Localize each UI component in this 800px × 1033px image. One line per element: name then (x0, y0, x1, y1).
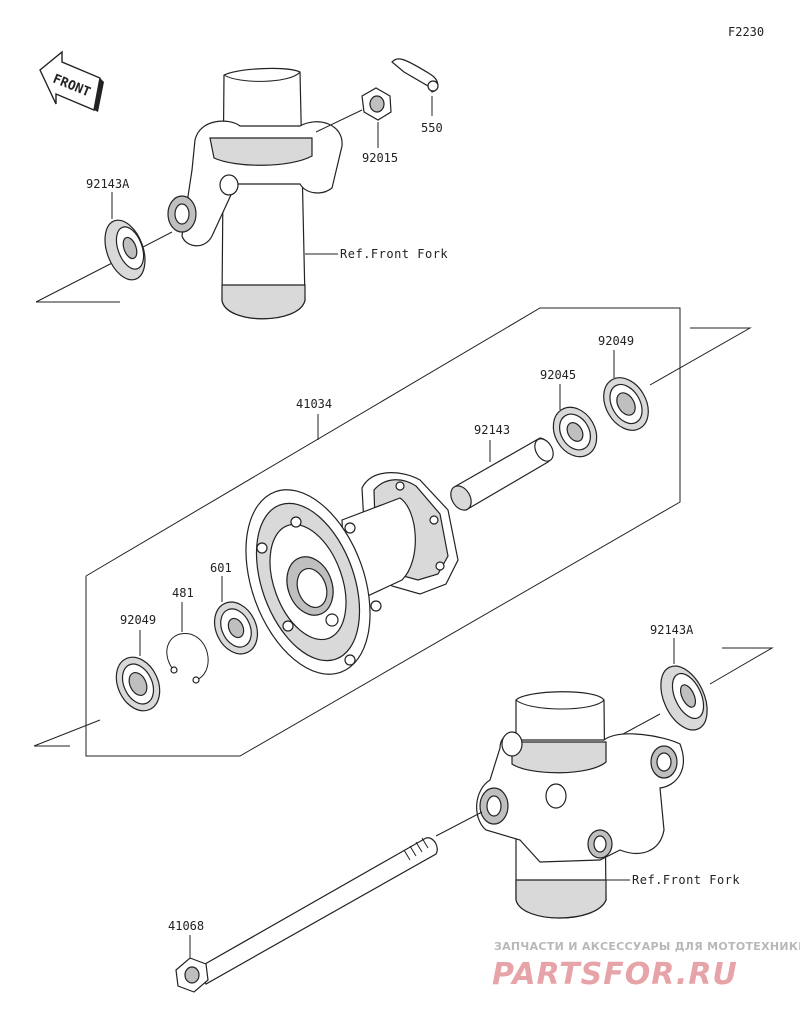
assembly-boundary-41034 (85, 307, 681, 757)
front-arrow-icon: FRONT (39, 50, 104, 112)
part-92143a-bottom[interactable] (652, 659, 717, 738)
part-92015-nut[interactable] (361, 87, 392, 121)
figure-code: F2230 (728, 25, 764, 39)
part-92049-right-seal[interactable] (595, 370, 658, 438)
ref-front-fork-bottom: Ref.Front Fork (632, 873, 740, 887)
label-601: 601 (210, 561, 232, 575)
label-92045: 92045 (540, 368, 576, 382)
label-92049-right: 92049 (598, 334, 634, 348)
label-41034: 41034 (296, 397, 332, 411)
watermark-tagline: ЗАПЧАСТИ И АКСЕССУАРЫ ДЛЯ МОТОТЕХНИКИ (494, 940, 800, 953)
label-92015: 92015 (362, 151, 398, 165)
label-92143a-bottom: 92143A (650, 623, 694, 637)
part-92049-left-seal[interactable] (108, 650, 168, 718)
hub-body[interactable] (223, 472, 459, 692)
part-92143a-top[interactable] (97, 215, 152, 286)
label-481: 481 (172, 586, 194, 600)
part-481-circlip[interactable] (166, 633, 209, 684)
label-41068: 41068 (168, 919, 204, 933)
part-92045-bearing[interactable] (545, 399, 606, 464)
part-550-cotter-pin[interactable] (391, 58, 439, 93)
label-92143: 92143 (474, 423, 510, 437)
part-92143-spacer-tube[interactable] (447, 436, 557, 514)
top-fork-leg: Ref.Front Fork (167, 67, 448, 320)
part-601-bearing[interactable] (206, 595, 265, 661)
part-41068-axle[interactable] (175, 837, 438, 993)
ref-front-fork-top: Ref.Front Fork (340, 247, 448, 261)
label-92143a-top: 92143A (86, 177, 130, 191)
label-92049-left: 92049 (120, 613, 156, 627)
label-550: 550 (421, 121, 443, 135)
watermark-logo: PARTSFOR.RU (492, 957, 738, 992)
bottom-fork-leg: Ref.Front Fork (476, 691, 740, 919)
